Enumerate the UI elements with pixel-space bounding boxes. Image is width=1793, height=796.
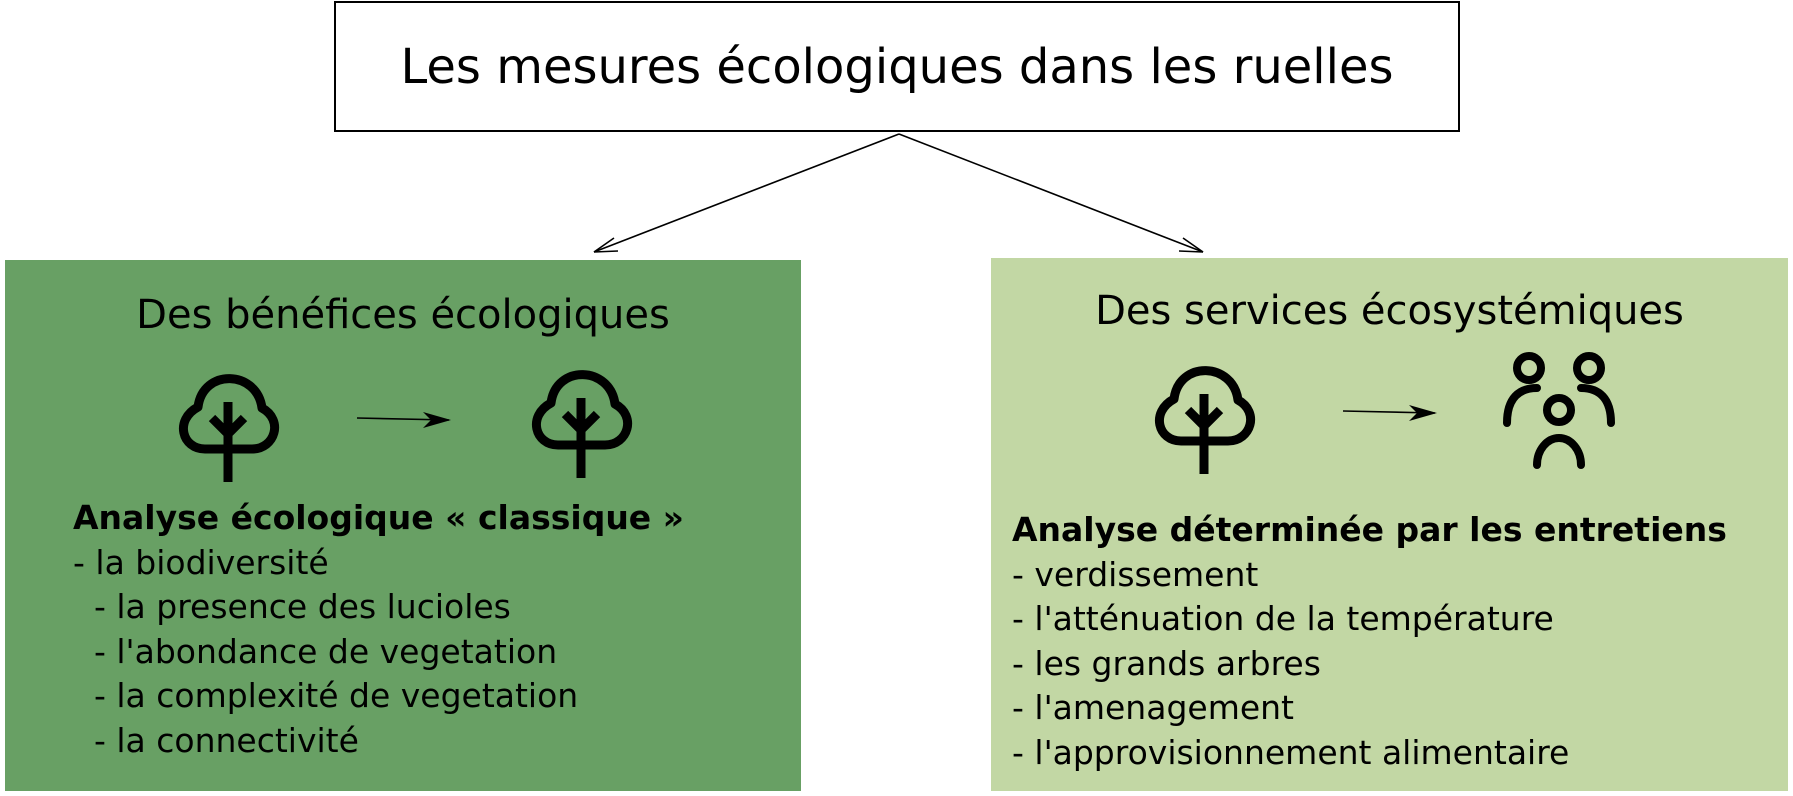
analysis-text: Analyse déterminée par les entretiens - v… <box>1012 508 1727 775</box>
ecosystem-services-panel: Des services écosystémiques Analyse déte… <box>991 258 1788 791</box>
list-item: - l'approvisionnement alimentaire <box>1012 732 1570 772</box>
arrow-to-right-panel <box>898 133 1204 253</box>
ecological-benefits-panel: Des bénéfices écologiques Analyse écolog… <box>5 260 801 791</box>
list-item: - verdissement <box>1012 554 1259 594</box>
title-box: Les mesures écologiques dans les ruelles <box>334 1 1460 132</box>
flow-arrow <box>1342 405 1437 421</box>
list-item: - l'amenagement <box>1012 688 1294 727</box>
panel-heading: Des services écosystémiques <box>1095 288 1684 334</box>
tree-icon <box>1154 366 1255 474</box>
list-item: - l'abondance de vegetation <box>73 631 558 671</box>
panel-heading: Des bénéfices écologiques <box>136 292 670 338</box>
list-item: - les grands arbres <box>1012 643 1321 683</box>
list-item: - la presence des lucioles <box>73 587 511 626</box>
arrow-to-left-panel <box>593 133 900 253</box>
list-item: - la connectivité <box>73 720 359 760</box>
tree-icon <box>531 370 632 478</box>
list-item: - la biodiversité <box>73 542 329 582</box>
flow-arrow <box>356 412 451 428</box>
people-icon <box>1503 352 1615 469</box>
list-item: - la complexité de vegetation <box>73 676 579 715</box>
list-item: - l'atténuation de la température <box>1012 599 1554 638</box>
analysis-text: Analyse écologique « classique » - la bio… <box>73 496 684 763</box>
analysis-title: Analyse écologique « classique » <box>73 498 684 537</box>
diagram-title: Les mesures écologiques dans les ruelles <box>400 38 1394 95</box>
tree-icon <box>178 374 279 482</box>
analysis-title: Analyse déterminée par les entretiens <box>1012 510 1727 549</box>
